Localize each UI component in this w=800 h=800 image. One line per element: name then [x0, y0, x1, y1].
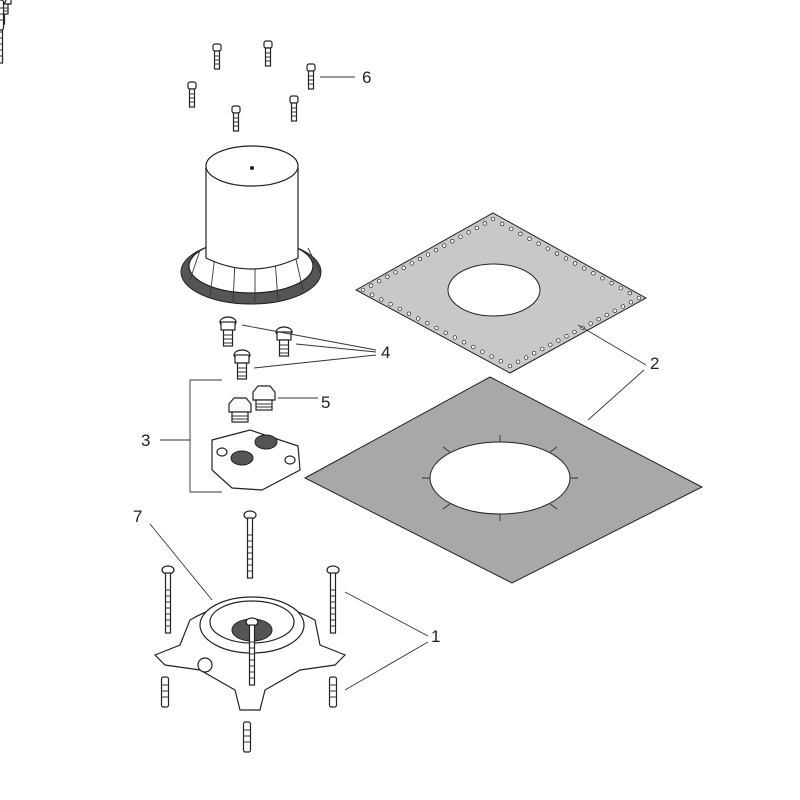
callout-3: 3: [141, 431, 151, 450]
perforation-hole: [620, 304, 626, 309]
callout-7: 7: [133, 507, 143, 526]
perforation-hole: [527, 236, 532, 241]
perforation-hole: [540, 346, 545, 352]
perforation-hole: [360, 287, 366, 293]
perforation-hole: [458, 234, 463, 239]
perforation-hole: [627, 290, 633, 296]
perforation-hole: [409, 261, 414, 266]
perforation-hole: [489, 354, 494, 359]
perforation-hole: [564, 334, 569, 339]
perforation-hole: [379, 297, 384, 302]
perforation-hole: [368, 283, 374, 288]
perforation-hole: [474, 225, 479, 231]
callout-4: 4: [381, 343, 391, 362]
perforation-hole: [563, 256, 569, 261]
perforation-hole: [450, 239, 455, 244]
perforation-hole: [443, 330, 448, 335]
perforation-hole: [433, 247, 439, 253]
perforation-hole: [536, 241, 541, 246]
perforation-hole: [370, 292, 375, 297]
callout-1: 1: [431, 627, 441, 646]
perforation-hole: [628, 300, 634, 305]
perforation-hole: [406, 311, 412, 316]
perforation-hole: [461, 340, 467, 345]
perforation-hole: [572, 329, 577, 335]
perforation-hole: [452, 335, 458, 340]
perforation-hole: [417, 256, 423, 262]
perforation-hole: [636, 295, 642, 301]
perforation-hole: [591, 271, 596, 276]
perforation-hole: [572, 261, 578, 266]
perforation-hole: [507, 363, 513, 369]
perforation-hole: [545, 246, 550, 251]
perforation-hole: [556, 338, 561, 343]
perforation-hole: [442, 243, 447, 248]
callout-6: 6: [362, 68, 372, 87]
cover-bucket: [180, 145, 322, 305]
bolts-part-1: [0, 0, 340, 753]
perforation-hole: [388, 302, 393, 307]
perforation-hole: [532, 351, 537, 356]
perforation-hole: [425, 321, 430, 326]
callout-5: 5: [321, 393, 331, 412]
perforation-hole: [554, 251, 560, 256]
perforation-hole: [582, 266, 587, 271]
perforation-hole: [618, 285, 623, 291]
perforation-hole: [588, 321, 593, 326]
perforation-hole: [499, 221, 505, 227]
callout-2: 2: [650, 354, 660, 373]
perforation-hole: [471, 344, 476, 350]
perforation-hole: [385, 274, 390, 279]
perforation-hole: [401, 265, 406, 270]
perforation-hole: [600, 276, 605, 281]
perforation-hole: [596, 317, 601, 322]
perforation-hole: [377, 278, 382, 284]
perforation-hole: [523, 355, 529, 360]
perforation-hole: [393, 270, 398, 275]
perforation-hole: [518, 231, 523, 236]
valve-body-part-3: [211, 429, 301, 491]
perforation-hole: [498, 359, 503, 364]
screws-part-6: [0, 0, 316, 132]
perforation-hole: [490, 216, 496, 222]
perforation-hole: [434, 325, 439, 331]
perforation-hole: [609, 281, 614, 286]
perforation-hole: [425, 252, 431, 257]
perforation-hole: [604, 312, 609, 318]
perforation-hole: [515, 359, 521, 364]
perforation-hole: [397, 306, 402, 312]
sealing-sheets-part-2: [303, 212, 704, 584]
perforation-hole: [482, 221, 488, 226]
perforation-hole: [509, 226, 514, 232]
leader-lines: [149, 76, 647, 691]
perforation-hole: [415, 316, 421, 321]
perforation-hole: [548, 342, 553, 347]
perforation-hole: [612, 308, 617, 313]
perforation-hole: [466, 230, 471, 235]
perforation-hole: [480, 349, 485, 354]
